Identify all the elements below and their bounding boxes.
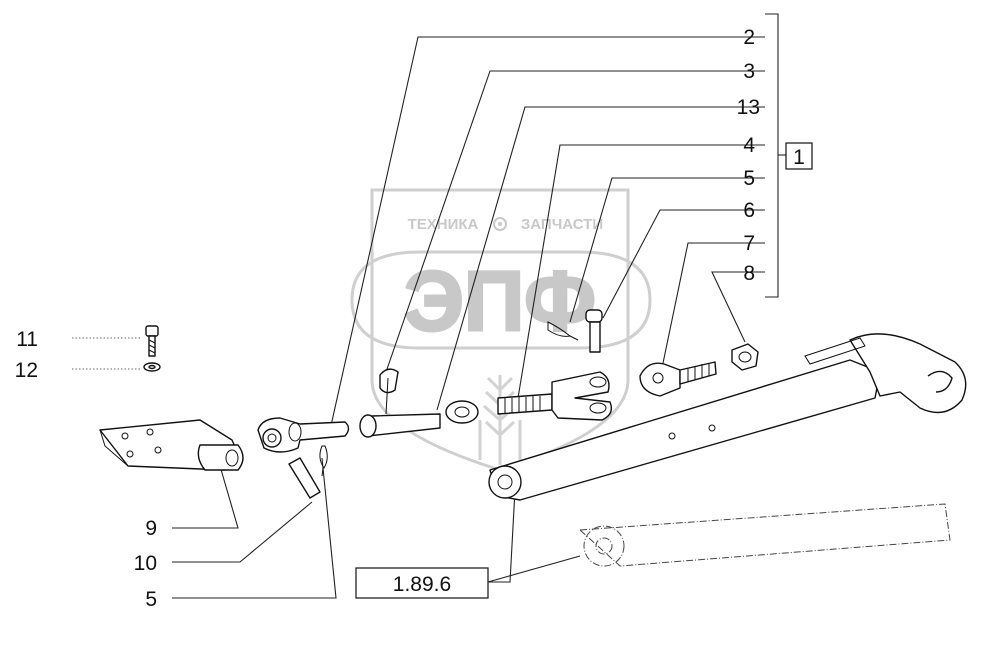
eye-bolt-7 [639, 361, 717, 397]
bracket-9 [99, 419, 244, 471]
cotter-pin-5-bottom [319, 445, 328, 477]
ball-joint-2 [257, 417, 350, 453]
watermark-left-word: ТЕХНИКА [408, 216, 479, 233]
watermark: ЭПФ ТЕХНИКА ЗАПЧАСТИ [350, 188, 652, 472]
callout-2: 2 [743, 26, 755, 49]
callout-4: 4 [743, 134, 755, 157]
callout-9: 9 [145, 517, 157, 540]
lower-link-arm [488, 333, 967, 501]
lower-link-ghost [578, 503, 951, 567]
pin-3 [359, 368, 441, 438]
callout-5-top: 5 [743, 167, 755, 190]
callout-11: 11 [16, 328, 38, 351]
cotter-pin-5-top [547, 321, 579, 341]
washer-12 [143, 362, 161, 372]
wheat-icon [478, 375, 522, 465]
nut-8 [731, 343, 759, 371]
spacer-13 [445, 400, 479, 424]
callout-13: 13 [737, 96, 760, 119]
callout-7: 7 [743, 232, 755, 255]
reference-label: 1.89.6 [393, 573, 451, 596]
callout-1: 1 [793, 146, 805, 169]
watermark-logo: ЭПФ [404, 254, 596, 348]
callout-labels: 2 3 13 4 5 6 7 8 1 11 12 9 10 5 [15, 26, 813, 611]
callout-8: 8 [743, 262, 755, 285]
leader-lines [72, 36, 765, 599]
watermark-right-word: ЗАПЧАСТИ [521, 216, 603, 233]
clevis-4 [497, 371, 613, 421]
callout-1-box: 1 [785, 142, 813, 170]
pin-6 [585, 309, 603, 353]
reference-box: 1.89.6 [355, 567, 489, 599]
gear-icon [493, 217, 507, 231]
parts [99, 309, 967, 567]
callout-12: 12 [15, 359, 38, 382]
bolt-11 [145, 325, 159, 357]
callout-10: 10 [134, 552, 157, 575]
callout-3: 3 [743, 60, 755, 83]
pin-10 [288, 457, 321, 499]
group-bracket [765, 13, 786, 298]
callout-6: 6 [743, 199, 755, 222]
callout-5-bottom: 5 [145, 588, 157, 611]
